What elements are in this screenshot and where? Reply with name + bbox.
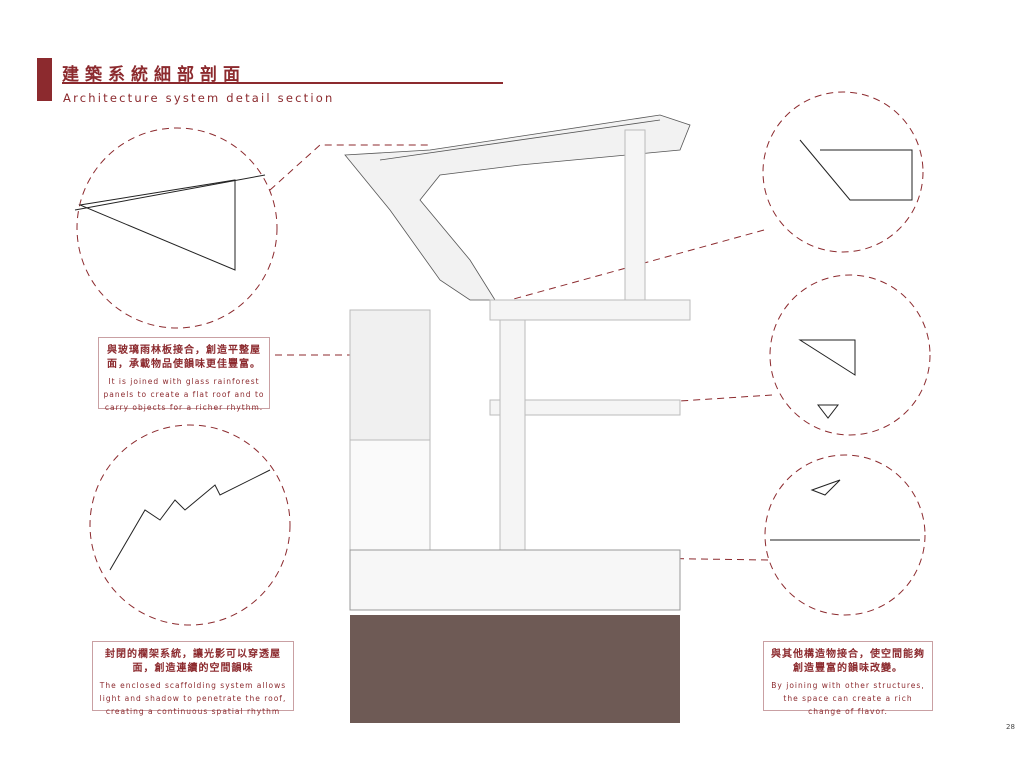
note-en: By joining with other structures, the sp…	[771, 681, 925, 716]
note-zh: 與其他構造物接合，使空間能夠創造豐富的韻味改變。	[771, 649, 925, 674]
title-divider	[62, 82, 503, 84]
detail-circle-scaffold	[89, 424, 291, 626]
note-en: The enclosed scaffolding system allows l…	[99, 681, 287, 716]
page-number: 28	[1006, 723, 1015, 731]
note-zh: 封閉的欄架系統，讓光影可以穿透屋面，創造連續的空間韻味	[105, 649, 281, 674]
roof-canopy	[344, 114, 691, 301]
page-subtitle: Architecture system detail section	[63, 91, 335, 105]
note-scaffold: 封閉的欄架系統，讓光影可以穿透屋面，創造連續的空間韻味 The enclosed…	[92, 641, 294, 716]
note-structure: 與其他構造物接合，使空間能夠創造豐富的韻味改變。 By joining with…	[763, 641, 933, 716]
note-en: It is joined with glass rainforest panel…	[103, 377, 265, 412]
detail-circle-floor-right	[769, 274, 931, 436]
detail-circle-roof	[76, 127, 278, 329]
title-accent-bar	[37, 58, 52, 101]
note-zh: 與玻璃雨林板接合，創造平整屋面，承載物品使韻味更佳豐富。	[107, 345, 261, 370]
detail-circle-roof-right	[762, 91, 924, 253]
detail-circle-base-right	[764, 454, 926, 616]
ground	[350, 615, 680, 723]
note-roof: 與玻璃雨林板接合，創造平整屋面，承載物品使韻味更佳豐富。 It is joine…	[98, 337, 270, 412]
page-title: 建築系統細部剖面	[62, 65, 246, 85]
